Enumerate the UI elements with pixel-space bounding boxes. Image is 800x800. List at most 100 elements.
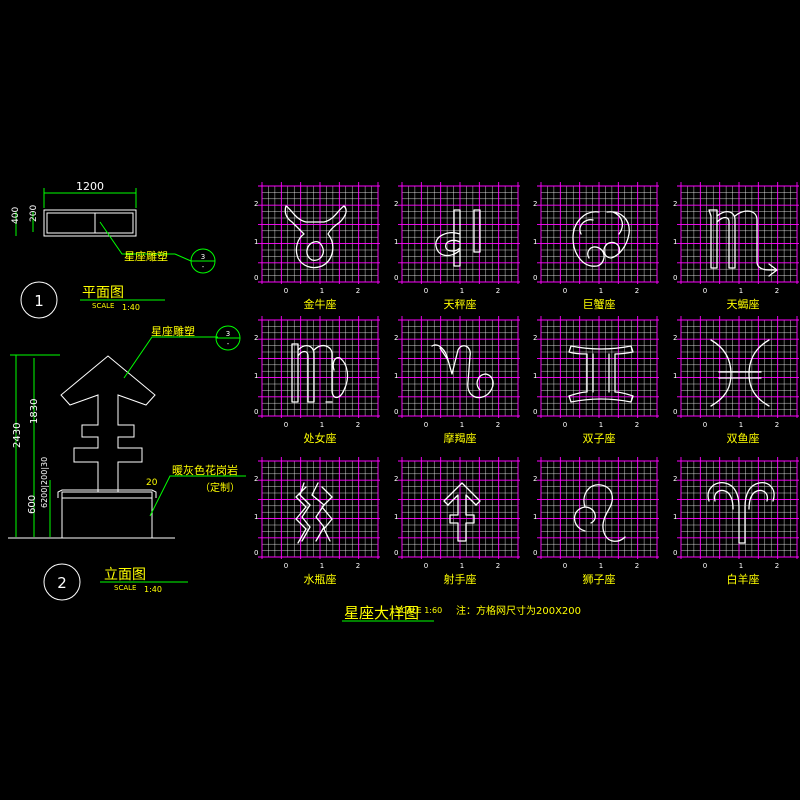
- grid-tick-x: 2: [775, 421, 779, 429]
- zodiac-name-label: 处女座: [304, 431, 337, 445]
- plan-ref-bottom: -: [202, 263, 205, 271]
- aquarius-icon: [295, 482, 333, 544]
- grid-tick-x: 2: [356, 421, 360, 429]
- grid-tick-x: 0: [284, 562, 288, 570]
- grid-tick-y: 1: [254, 513, 258, 521]
- grid-tick-y: 2: [533, 200, 537, 208]
- grid-tick-x: 0: [424, 287, 428, 295]
- elev-dim-base: 600: [27, 495, 38, 514]
- plan-title: 平面图: [82, 285, 124, 301]
- plan-height-dim-outer: 400: [11, 207, 21, 224]
- grid-tick-x: 0: [284, 287, 288, 295]
- plan-height-dim-inner: 200: [29, 205, 39, 222]
- elev-granite-leader: [149, 475, 246, 517]
- elev-callout-granite-note: （定制）: [200, 481, 240, 494]
- zodiac-name-label: 金牛座: [304, 297, 337, 311]
- plan-scale-prefix: SCALE: [92, 302, 114, 310]
- grid-tick-x: 1: [599, 421, 603, 429]
- grid-tick-x: 1: [320, 562, 324, 570]
- elev-callout-granite: 暖灰色花岗岩: [172, 463, 238, 477]
- grid-tick-y: 0: [533, 549, 537, 557]
- grid-tick-x: 2: [635, 562, 639, 570]
- plan-marker-circle: [20, 281, 58, 319]
- grid-tick-y: 0: [533, 274, 537, 282]
- plan-marker-num: 1: [34, 292, 44, 310]
- plan-base-outline: [43, 209, 137, 237]
- zodiac-name-label: 摩羯座: [444, 431, 477, 445]
- zodiac-footer-title: 星座大样图: [344, 604, 419, 622]
- virgo-icon: [291, 343, 349, 403]
- grid-tick-y: 2: [673, 334, 677, 342]
- sagittarius-icon: [443, 482, 481, 542]
- grid-tick-x: 1: [739, 421, 743, 429]
- grid-tick-x: 0: [703, 287, 707, 295]
- zodiac-footer-scale: SCALE 1:60: [396, 606, 442, 615]
- elev-title: 立面图: [104, 567, 146, 583]
- zodiac-footer: 星座大样图 SCALE 1:60 注：方格网尺寸为200X200: [342, 604, 581, 622]
- grid-tick-x: 0: [563, 421, 567, 429]
- grid-tick-y: 2: [533, 475, 537, 483]
- zodiac-name-label: 双鱼座: [727, 431, 760, 445]
- grid-tick-x: 0: [424, 562, 428, 570]
- elev-ref-bottom: -: [227, 340, 230, 348]
- grid-tick-x: 0: [703, 562, 707, 570]
- elev-dim-total: 2430: [12, 423, 23, 448]
- zodiac-name-label: 射手座: [444, 572, 477, 586]
- aries-icon: [707, 482, 775, 544]
- grid-tick-x: 2: [635, 287, 639, 295]
- grid-tick-y: 1: [673, 513, 677, 521]
- grid-tick-x: 2: [356, 287, 360, 295]
- plan-ref-top: 3: [201, 253, 205, 261]
- grid-tick-x: 1: [460, 562, 464, 570]
- grid-tick-y: 1: [533, 238, 537, 246]
- elev-ref-top: 3: [226, 330, 230, 338]
- plan-callout-leader: [99, 221, 175, 255]
- grid-tick-y: 0: [673, 274, 677, 282]
- cancer-icon: [572, 211, 630, 267]
- elev-scale: 1:40: [144, 585, 162, 594]
- elev-scale-prefix: SCALE: [114, 584, 136, 592]
- grid-tick-y: 0: [254, 274, 258, 282]
- plan-view: 1200 400 200 星座雕塑 3 - 1 平面图 SCALE 1:40: [11, 180, 216, 319]
- elev-callout-sculpture: 星座雕塑: [151, 324, 195, 338]
- grid-tick-y: 1: [673, 238, 677, 246]
- grid-tick-y: 0: [254, 408, 258, 416]
- plan-sculpture-outline: [46, 212, 134, 234]
- elev-marker-num: 2: [57, 574, 67, 592]
- grid-tick-y: 0: [533, 408, 537, 416]
- gemini-icon: [568, 345, 634, 403]
- grid-tick-x: 2: [775, 287, 779, 295]
- zodiac-footer-note: 注：方格网尺寸为200X200: [456, 604, 581, 617]
- grid-tick-x: 0: [563, 287, 567, 295]
- grid-tick-y: 1: [394, 238, 398, 246]
- grid-tick-y: 1: [533, 372, 537, 380]
- plan-width-dim: 1200: [76, 180, 104, 193]
- grid-tick-y: 2: [673, 475, 677, 483]
- plan-scale: 1:40: [122, 303, 140, 312]
- grid-tick-y: 1: [254, 372, 258, 380]
- capricorn-icon: [431, 344, 494, 399]
- grid-tick-x: 0: [563, 562, 567, 570]
- grid-tick-y: 0: [394, 408, 398, 416]
- zodiac-name-label: 双子座: [583, 431, 616, 445]
- grid-tick-y: 1: [673, 372, 677, 380]
- elev-callout-leader: [123, 336, 218, 379]
- grid-tick-x: 2: [635, 421, 639, 429]
- grid-tick-y: 2: [394, 200, 398, 208]
- grid-tick-x: 2: [496, 562, 500, 570]
- grid-tick-x: 0: [424, 421, 428, 429]
- zodiac-name-label: 巨蟹座: [583, 297, 616, 311]
- grid-tick-y: 0: [394, 274, 398, 282]
- grid-tick-x: 2: [496, 421, 500, 429]
- elevation-view: 2430 1830 600 6200|200|30 20 星座雕塑 3 - 暖灰…: [8, 324, 246, 601]
